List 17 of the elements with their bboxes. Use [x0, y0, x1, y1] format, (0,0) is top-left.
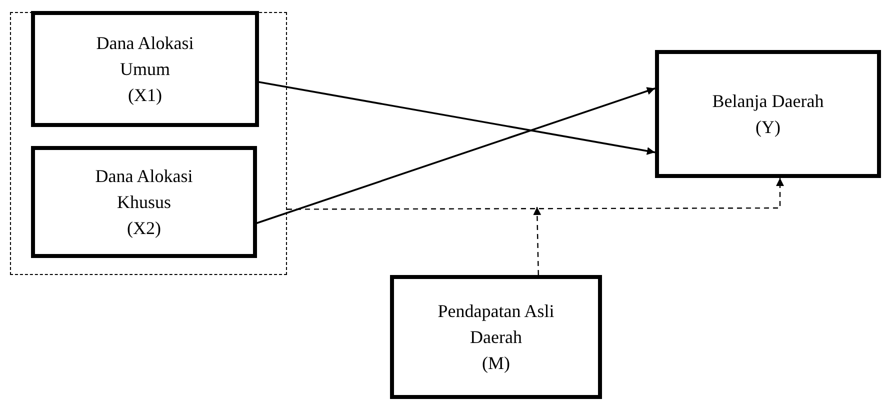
dashed-group-box: [10, 12, 287, 275]
arrow: [258, 81, 656, 155]
variable-label: (M): [482, 352, 510, 375]
variable-label: (Y): [756, 116, 780, 139]
arrow: [533, 206, 542, 276]
variable-label: Dana Alokasi Umum: [95, 32, 195, 81]
arrow: [256, 87, 656, 224]
variable-box: [655, 50, 881, 178]
variable-box: [390, 275, 602, 399]
variable-label: Pendapatan Asli Daerah: [436, 300, 556, 349]
variable-label: Dana Alokasi Khusus: [94, 165, 194, 214]
arrow: [287, 178, 784, 210]
variable-box: [31, 146, 257, 258]
variable-label: Belanja Daerah: [712, 90, 824, 113]
variable-label: (X1): [128, 84, 162, 107]
variable-box: [31, 11, 259, 127]
variable-label: (X2): [127, 217, 161, 240]
